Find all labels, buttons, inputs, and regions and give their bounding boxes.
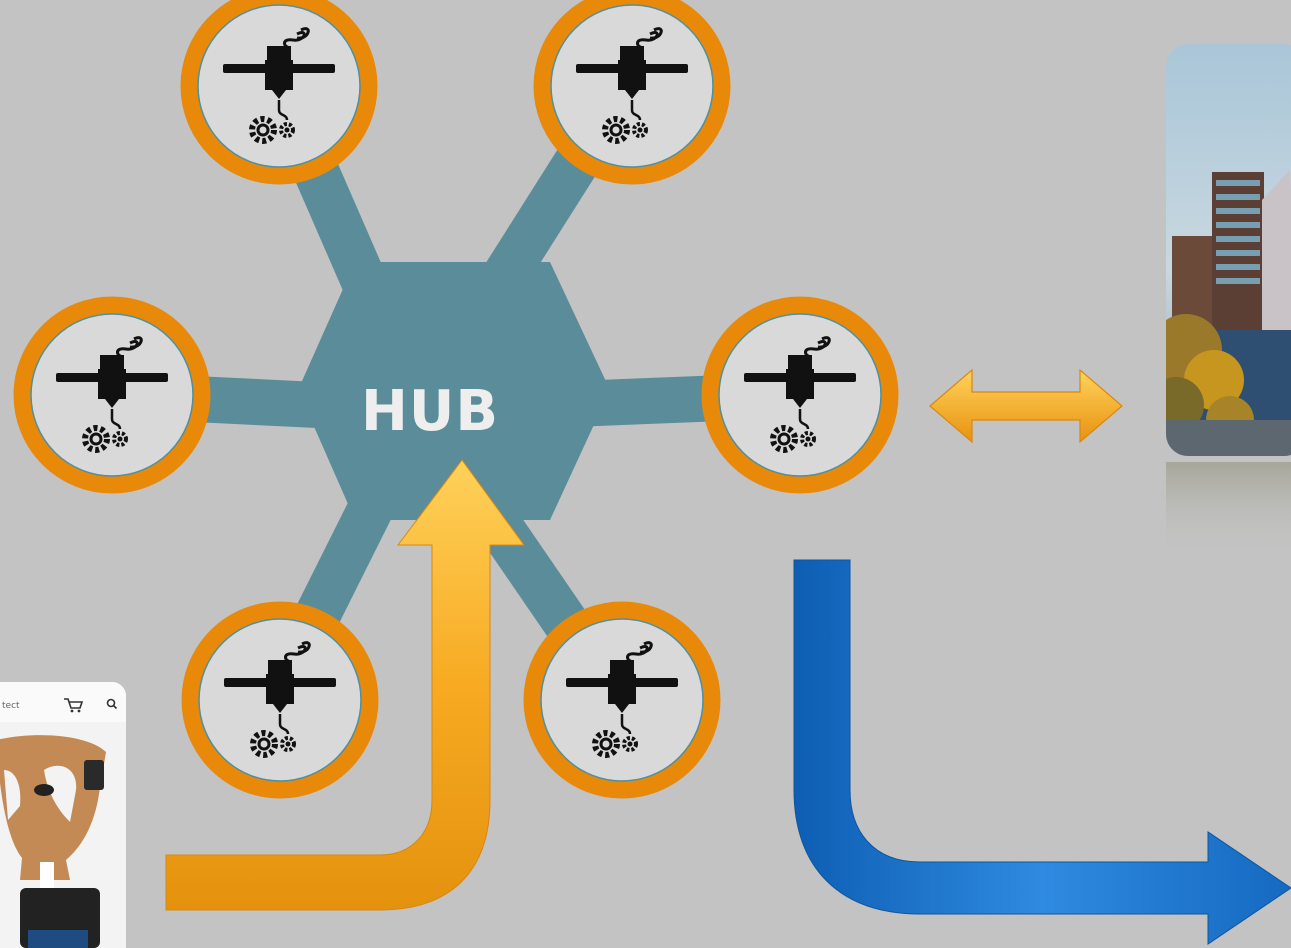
printer-node-left bbox=[13, 296, 211, 494]
city-photo bbox=[1166, 44, 1291, 558]
bidirectional-arrow bbox=[929, 368, 1123, 444]
hub-label: HUB bbox=[361, 379, 499, 444]
blue-output-arrow bbox=[793, 559, 1291, 945]
search-icon bbox=[106, 698, 118, 710]
knee-brace-image bbox=[0, 735, 106, 948]
orange-upload-arrow bbox=[165, 459, 525, 911]
printer-node-right bbox=[701, 296, 899, 494]
printer-node-top-left bbox=[180, 0, 378, 185]
hub: HUB bbox=[298, 262, 610, 520]
website-snippet: tect bbox=[0, 682, 126, 948]
printer-node-top-right bbox=[533, 0, 731, 185]
cart-icon bbox=[64, 698, 84, 713]
website-nav-text: tect bbox=[2, 701, 20, 711]
printer-node-bottom-right bbox=[523, 601, 721, 799]
printer-node-bottom-left bbox=[181, 601, 379, 799]
